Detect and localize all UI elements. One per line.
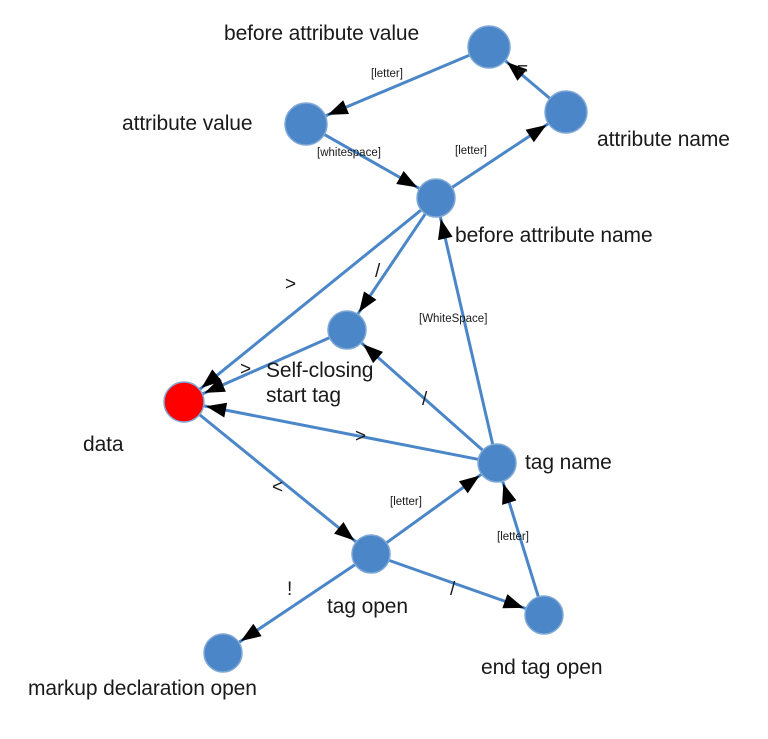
node-markup-declaration-open[interactable] [203,633,243,673]
arrowhead-tag-name-to-data [206,402,228,418]
edge-label-before-attr-to-self-clos: / [375,261,381,282]
edge-before-attr-to-self-clos [355,211,428,317]
node-self-closing-start-tag[interactable] [327,310,367,350]
node-label-tag-open: tag open [327,595,408,618]
arrowhead-data-to-tag-open [334,522,355,541]
arrowhead-before-attr-to-self-clos [359,291,377,313]
node-label-attribute-value: attribute value [122,112,253,135]
node-tag-name[interactable] [477,443,517,483]
arrowhead-tag-open-to-end-tag-open [502,594,524,609]
edge-label-before-attr-to-data: > [285,274,297,295]
node-tag-open[interactable] [351,534,391,574]
edge-tag-name-to-self-closing [358,340,486,453]
node-before-attribute-value[interactable] [467,25,511,69]
edge-data-to-tag-open [197,412,359,545]
node-label-data: data [83,433,124,456]
edge-before-attr-to-data [197,207,424,392]
node-end-tag-open[interactable] [524,595,564,635]
node-label-before-attribute-name: before attribute name [455,224,653,247]
edge-layer [197,53,553,645]
node-attribute-value[interactable] [284,102,328,146]
node-data[interactable] [163,381,205,423]
node-layer [163,25,588,673]
arrowhead-tag-open-to-markup [240,623,262,642]
edge-label-tag-name-to-before-attr: [WhiteSpace] [419,313,488,325]
arrowhead-tag-open-to-tag-name [458,475,480,494]
edge-tag-name-to-before-attr [438,214,495,447]
edge-label-tag-open-to-tag-name: [letter] [390,496,422,508]
edge-label-tag-name-to-self-closing: / [422,389,428,410]
node-attribute-name[interactable] [544,90,588,134]
edge-tag-open-to-tag-name [384,472,484,545]
edge-label-tag-name-to-data: > [355,426,367,447]
arrowhead-before-attr-to-data [201,369,222,388]
arrowhead-self-closing-to-data [204,377,226,393]
edge-label-self-closing-to-data: > [240,359,252,380]
edge-end-tag-open-to-tag-name [500,478,541,600]
edge-label-end-tag-open-to-tag-name: [letter] [497,531,529,543]
edge-label-before-val-to-attr-value: [letter] [371,68,403,80]
arrowhead-tag-name-to-before-attr [438,218,453,241]
edge-attr-value-to-before-attr [321,132,422,191]
edge-before-val-to-attr-value [322,53,473,118]
edge-label-attr-value-to-before-attr: [whitespace] [317,147,381,159]
edge-label-tag-open-to-end-tag-open: / [450,579,456,600]
node-before-attribute-name[interactable] [416,178,456,218]
edge-before-attr-to-attr-name [449,121,551,190]
arrowhead-end-tag-open-to-tag-name [502,483,517,505]
arrowhead-before-val-to-attr-value [327,100,350,115]
arrowhead-attr-value-to-before-attr [396,170,418,188]
node-label-tag-name: tag name [525,451,612,474]
edge-tag-name-to-data [201,402,481,462]
edge-label-tag-open-to-markup: ! [287,579,293,600]
node-label-markup-declaration-open: markup declaration open [28,677,257,700]
edge-self-closing-to-data [199,335,333,396]
edge-tag-open-to-markup [236,562,358,645]
edge-tag-open-to-end-tag-open [386,558,529,611]
edge-attr-name-to-before-val [502,58,553,101]
arrowhead-before-attr-to-attr-name [525,124,547,143]
edge-label-before-attr-to-attr-name: [letter] [455,145,487,157]
arrowhead-attr-name-to-before-val [506,62,528,81]
edge-label-attr-name-to-before-val: = [517,59,529,80]
node-label-before-attribute-value: before attribute value [224,22,420,45]
edge-label-data-to-tag-open: < [272,477,284,498]
arrowhead-tag-name-to-self-closing [363,344,384,364]
node-label-attribute-name: attribute name [597,128,730,151]
node-label-end-tag-open: end tag open [481,656,603,679]
node-label-self-closing-start-tag: Self-closing start tag [266,359,374,407]
